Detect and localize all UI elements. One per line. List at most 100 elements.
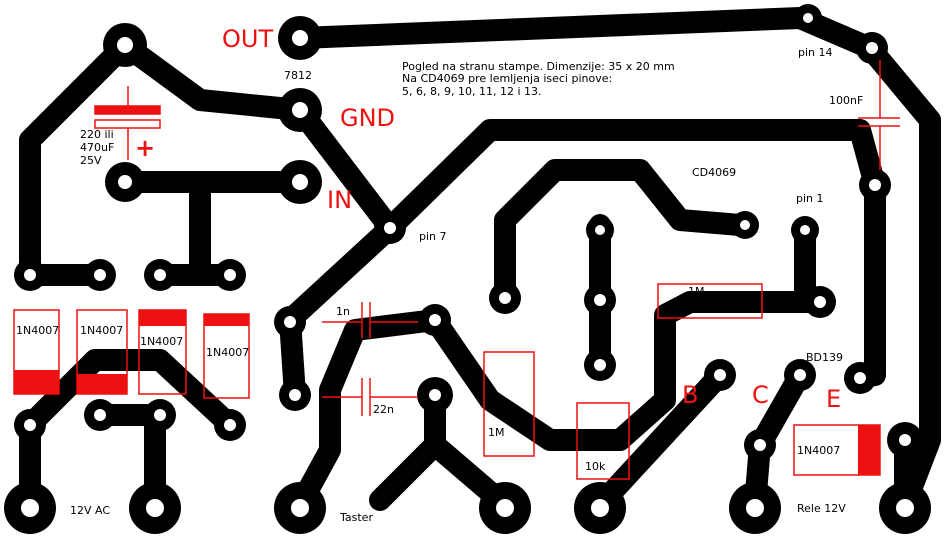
electrolytic-cap-body — [94, 119, 161, 129]
pad — [278, 88, 322, 132]
labels: Pogled na stranu stampe. Dimenzije: 35 x… — [16, 25, 863, 524]
pad — [859, 169, 891, 201]
trace-7812-gnd — [114, 34, 311, 121]
pad-large — [479, 482, 531, 534]
diode-bands — [14, 310, 880, 475]
button-label: Taster — [339, 511, 373, 524]
pad — [103, 23, 147, 67]
note-line1: Pogled na stranu stampe. Dimenzije: 35 x… — [402, 60, 675, 73]
regulator-label: 7812 — [284, 69, 312, 82]
pad — [278, 160, 322, 204]
pin1-label: pin 1 — [796, 192, 824, 205]
diode-label: 1N4007 — [16, 324, 59, 337]
pad — [144, 399, 176, 431]
diode-label: 1N4007 — [80, 324, 123, 337]
diode-cathode-band — [139, 310, 186, 326]
pin7-label: pin 7 — [419, 230, 447, 243]
pad — [704, 359, 736, 391]
pad-large — [729, 482, 781, 534]
relay-label: Rele 12V — [797, 502, 846, 515]
pad — [584, 349, 616, 381]
component-outlines — [13, 60, 900, 480]
resistor-1m-top-label: 1M — [688, 285, 705, 298]
diode-cathode-band — [858, 425, 880, 475]
cap-100nf-label: 100nF — [829, 94, 863, 107]
note-line3: 5, 6, 8, 9, 10, 11, 12 i 13. — [402, 85, 542, 98]
pad — [278, 16, 322, 60]
pad — [804, 286, 836, 318]
pad — [731, 211, 759, 239]
cap-value-1: 220 ili — [80, 128, 114, 141]
pad — [887, 422, 923, 458]
terminal-gnd: GND — [340, 104, 395, 132]
trace-out-rail — [289, 7, 941, 516]
pad — [489, 282, 521, 314]
resistor-10k-body — [576, 402, 630, 480]
pad — [744, 429, 776, 461]
resistor-1m-vert-body — [483, 351, 535, 457]
note-line2: Na CD4069 pre lemljenja iseci pinove: — [402, 72, 612, 85]
cap-value-3: 25V — [80, 154, 102, 167]
resistor-1m-vert-label: 1M — [488, 426, 505, 439]
cap-plus: + — [135, 134, 155, 162]
resistor-1m-top-body — [657, 283, 763, 319]
ic-label: CD4069 — [692, 166, 736, 179]
pad — [214, 409, 246, 441]
terminal-e: E — [826, 385, 841, 413]
diode-label: 1N4007 — [797, 444, 840, 457]
pad — [784, 359, 816, 391]
trace-gnd-bus — [379, 119, 886, 239]
pad — [856, 32, 888, 64]
trace-7812-left — [19, 34, 136, 286]
trace-b — [589, 364, 731, 516]
terminal-out: OUT — [222, 25, 273, 53]
trace-osc-loop — [424, 291, 831, 451]
trace-osc-left — [289, 309, 446, 516]
pad — [14, 259, 46, 291]
electrolytic-cap-plate — [94, 105, 161, 115]
pad — [419, 304, 451, 336]
pad — [794, 4, 822, 32]
resistor-10k-label: 10k — [585, 460, 606, 473]
pin14-label: pin 14 — [798, 46, 833, 59]
pad — [586, 216, 614, 244]
diode-label: 1N4007 — [140, 335, 183, 348]
trace-taster-left — [369, 434, 446, 511]
diode-cathode-band — [14, 370, 59, 394]
diode-label: 1N4007 — [206, 346, 249, 359]
diode-cathode-band — [204, 314, 249, 326]
pad — [584, 284, 616, 316]
pads — [4, 4, 931, 534]
pad — [791, 216, 819, 244]
trace-gnd-pin7 — [289, 99, 401, 239]
trace-pin-top — [494, 159, 751, 306]
pad-large — [274, 482, 326, 534]
trace-e — [849, 174, 886, 389]
pad — [84, 399, 116, 431]
terminal-b: B — [682, 381, 698, 409]
pad-large — [4, 482, 56, 534]
cap-value-2: 470uF — [80, 141, 114, 154]
diode-cathode-band — [77, 374, 127, 394]
terminal-in: IN — [327, 186, 352, 214]
pad — [84, 259, 116, 291]
pad — [144, 259, 176, 291]
cap-1n-label: 1n — [336, 305, 350, 318]
ac-input-label: 12V AC — [70, 504, 110, 517]
pad — [274, 306, 306, 338]
pad — [279, 379, 311, 411]
pad-large — [129, 482, 181, 534]
pad-large — [574, 482, 626, 534]
terminal-c: C — [752, 381, 769, 409]
pad — [374, 212, 406, 244]
transistor-label: BD139 — [806, 351, 843, 364]
pad — [844, 362, 876, 394]
cap-22n-label: 22n — [373, 403, 394, 416]
pad — [214, 259, 246, 291]
pad — [14, 409, 46, 441]
pad — [105, 162, 145, 202]
pad — [417, 377, 453, 413]
pad-large — [879, 482, 931, 534]
